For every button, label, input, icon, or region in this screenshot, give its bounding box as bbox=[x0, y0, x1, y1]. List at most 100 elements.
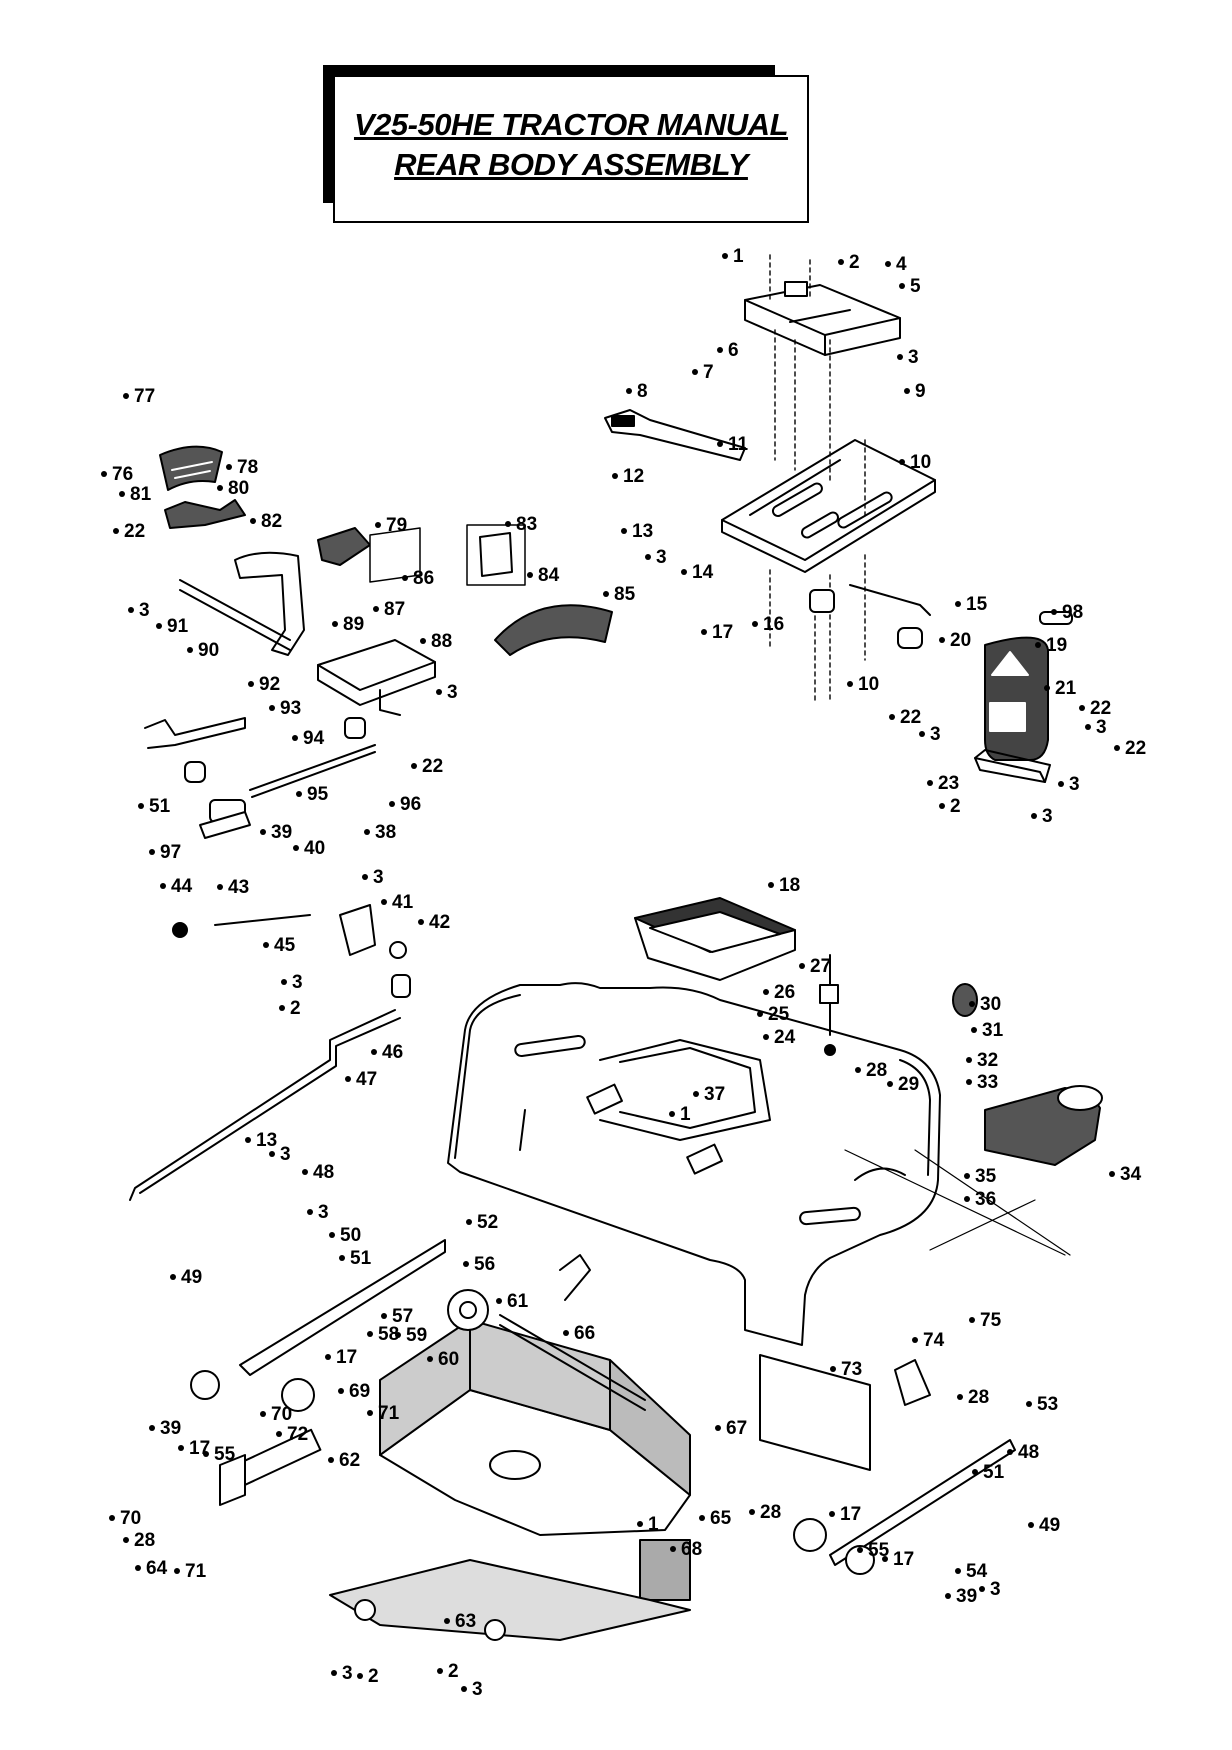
callout-dot bbox=[669, 1111, 675, 1117]
callout-dot bbox=[338, 1388, 344, 1394]
throttle-rod-part bbox=[172, 914, 311, 938]
callout-number: 3 bbox=[472, 1679, 483, 1700]
hub-bearing-part bbox=[447, 1289, 489, 1331]
callout-number: 2 bbox=[448, 1661, 459, 1682]
callout-dot bbox=[381, 899, 387, 905]
callout-dot bbox=[887, 1081, 893, 1087]
callout-dot bbox=[328, 1457, 334, 1463]
callout-dot bbox=[626, 388, 632, 394]
callout-dot bbox=[260, 829, 266, 835]
callout-number: 19 bbox=[1046, 635, 1067, 656]
callout-number: 17 bbox=[893, 1549, 914, 1570]
callout-dot bbox=[149, 849, 155, 855]
callout-number: 10 bbox=[910, 452, 931, 473]
rear-frame-part bbox=[329, 1319, 691, 1641]
callout-dot bbox=[402, 575, 408, 581]
callout-number: 21 bbox=[1055, 678, 1077, 699]
callout-dot bbox=[279, 1005, 285, 1011]
callout-number: 11 bbox=[728, 434, 749, 455]
callout-dot bbox=[281, 979, 287, 985]
callout-number: 81 bbox=[130, 484, 152, 505]
callout-number: 3 bbox=[292, 972, 303, 993]
callout-number: 61 bbox=[507, 1291, 529, 1312]
callout-number: 22 bbox=[1090, 698, 1111, 719]
callout-dot bbox=[109, 1515, 115, 1521]
callout-dot bbox=[436, 689, 442, 695]
callout-number: 28 bbox=[866, 1060, 887, 1081]
callout-number: 38 bbox=[375, 822, 396, 843]
callout-number: 47 bbox=[356, 1069, 377, 1090]
callout-number: 22 bbox=[422, 756, 443, 777]
callout-dot bbox=[187, 647, 193, 653]
callout-number: 49 bbox=[181, 1267, 202, 1288]
seat-adjust-lever-part bbox=[604, 409, 746, 461]
callout-dot bbox=[364, 829, 370, 835]
seat-mount-bracket-part bbox=[744, 281, 901, 356]
callout-dot bbox=[329, 1232, 335, 1238]
callout-dot bbox=[904, 388, 910, 394]
callout-number: 59 bbox=[406, 1325, 427, 1346]
callout-dot bbox=[226, 464, 232, 470]
callout-dot bbox=[799, 963, 805, 969]
callout-dot bbox=[357, 1673, 363, 1679]
callout-number: 86 bbox=[413, 568, 434, 589]
callout-number: 5 bbox=[910, 276, 921, 297]
callout-dot bbox=[701, 629, 707, 635]
washers-part bbox=[190, 1370, 875, 1641]
callout-number: 29 bbox=[898, 1074, 919, 1095]
callout-number: 2 bbox=[290, 998, 301, 1019]
callout-number: 3 bbox=[1069, 774, 1080, 795]
callout-number: 53 bbox=[1037, 1394, 1058, 1415]
callout-number: 28 bbox=[968, 1387, 989, 1408]
callout-dot bbox=[170, 1274, 176, 1280]
callout-number: 15 bbox=[966, 594, 988, 615]
callout-number: 52 bbox=[477, 1212, 498, 1233]
tool-tray-part bbox=[634, 897, 796, 981]
callout-dot bbox=[217, 485, 223, 491]
callout-dot bbox=[149, 1425, 155, 1431]
callout-number: 3 bbox=[447, 682, 458, 703]
callout-dot bbox=[325, 1354, 331, 1360]
callout-number: 66 bbox=[574, 1323, 595, 1344]
callout-dot bbox=[367, 1331, 373, 1337]
callout-number: 30 bbox=[980, 994, 1001, 1015]
callout-dot bbox=[955, 1568, 961, 1574]
callout-dot bbox=[373, 606, 379, 612]
callout-dot bbox=[1035, 642, 1041, 648]
control-lever-part bbox=[179, 551, 305, 656]
callout-dot bbox=[101, 471, 107, 477]
callout-number: 93 bbox=[280, 698, 301, 719]
callout-dot bbox=[307, 1209, 313, 1215]
callout-number: 40 bbox=[304, 838, 325, 859]
callout-dot bbox=[749, 1509, 755, 1515]
title-shadow bbox=[323, 65, 775, 75]
callout-number: 60 bbox=[438, 1349, 459, 1370]
link-bracket-part bbox=[369, 524, 526, 586]
callout-dot bbox=[437, 1668, 443, 1674]
callout-number: 20 bbox=[950, 630, 971, 651]
callout-dot bbox=[971, 1027, 977, 1033]
callout-dot bbox=[331, 1670, 337, 1676]
shroud-cover-part bbox=[494, 604, 613, 656]
callout-dot bbox=[1026, 1401, 1032, 1407]
callout-number: 36 bbox=[975, 1189, 996, 1210]
callout-dot bbox=[160, 883, 166, 889]
callout-number: 88 bbox=[431, 631, 452, 652]
lever-knob-part bbox=[317, 527, 371, 566]
callout-number: 12 bbox=[623, 466, 644, 487]
callout-dot bbox=[955, 601, 961, 607]
callout-dot bbox=[919, 731, 925, 737]
seat-back-bracket-part bbox=[974, 749, 1051, 783]
callout-number: 17 bbox=[336, 1347, 357, 1368]
callout-dot bbox=[563, 1330, 569, 1336]
callout-dot bbox=[123, 393, 129, 399]
callout-dot bbox=[135, 1565, 141, 1571]
callout-number: 79 bbox=[386, 515, 407, 536]
callout-dot bbox=[1109, 1171, 1115, 1177]
callout-number: 3 bbox=[656, 547, 667, 568]
callout-dot bbox=[418, 919, 424, 925]
callout-number: 65 bbox=[710, 1508, 732, 1529]
callout-dot bbox=[715, 1425, 721, 1431]
callout-dot bbox=[395, 1332, 401, 1338]
